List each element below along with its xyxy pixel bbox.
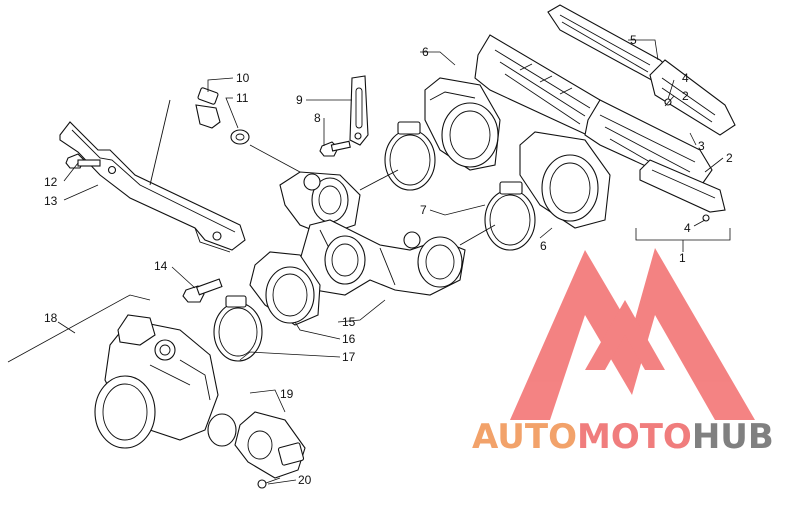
reed-valve-lower bbox=[584, 99, 713, 191]
callout-1: 1 bbox=[679, 251, 686, 265]
callout-12: 12 bbox=[44, 175, 58, 189]
watermark-moto: MOTO bbox=[577, 417, 692, 457]
callout-14: 14 bbox=[154, 259, 168, 273]
throttle-clamp bbox=[213, 295, 263, 362]
callout-17: 17 bbox=[342, 350, 356, 364]
reed-gasket-2-upper bbox=[649, 59, 736, 136]
watermark-text: AUTOMOTOHUB bbox=[472, 417, 774, 457]
callout-13: 13 bbox=[44, 194, 58, 208]
callout-labels: 10 11 12 13 9 8 6 5 4 2 3 2 4 1 7 6 14 1… bbox=[44, 33, 733, 487]
bolt-8 bbox=[319, 140, 351, 157]
throttle-body bbox=[94, 314, 219, 449]
watermark-hub: HUB bbox=[692, 417, 774, 457]
callout-10: 10 bbox=[236, 71, 250, 85]
o-ring bbox=[207, 413, 237, 447]
logo-triangle-inner bbox=[585, 300, 665, 370]
callout-11: 11 bbox=[236, 91, 249, 105]
bolt-14 bbox=[182, 278, 223, 303]
callout-4-lower: 4 bbox=[684, 221, 691, 235]
intake-manifold bbox=[279, 169, 496, 296]
callout-5: 5 bbox=[630, 33, 637, 47]
callout-19: 19 bbox=[280, 387, 294, 401]
callout-18: 18 bbox=[44, 311, 58, 325]
callout-7: 7 bbox=[420, 203, 427, 217]
screw-4-lower bbox=[702, 214, 710, 222]
fuel-rail bbox=[59, 121, 246, 253]
callout-6-lower: 6 bbox=[540, 239, 547, 253]
callout-2-upper: 2 bbox=[682, 89, 689, 103]
clamp-upper bbox=[384, 121, 436, 191]
svg-text:AUTOMOTOHUB: AUTOMOTOHUB bbox=[472, 417, 774, 457]
callout-8: 8 bbox=[314, 111, 321, 125]
temperature-sensor bbox=[149, 87, 221, 186]
callout-2-lower: 2 bbox=[726, 151, 733, 165]
callout-20: 20 bbox=[298, 473, 312, 487]
reed-valve-upper bbox=[474, 34, 611, 141]
callout-15: 15 bbox=[342, 315, 356, 329]
intake-boot-lower bbox=[519, 131, 611, 229]
callout-3: 3 bbox=[698, 139, 705, 153]
throttle-adapter bbox=[249, 251, 321, 326]
callout-16: 16 bbox=[342, 332, 356, 346]
screw-20 bbox=[257, 477, 281, 489]
callout-9: 9 bbox=[296, 93, 303, 107]
intake-boot-upper bbox=[424, 77, 501, 171]
callout-6-upper: 6 bbox=[422, 45, 429, 59]
throttle-position-sensor bbox=[234, 411, 306, 479]
sensor-washer bbox=[230, 129, 301, 173]
callout-4-upper: 4 bbox=[682, 71, 689, 85]
clamp-lower bbox=[484, 181, 536, 251]
watermark-logo bbox=[510, 248, 755, 420]
leader-lines bbox=[7, 39, 731, 485]
watermark-auto: AUTO bbox=[472, 417, 577, 457]
reed-gasket-2-lower bbox=[639, 159, 726, 213]
bracket-9 bbox=[349, 75, 369, 146]
